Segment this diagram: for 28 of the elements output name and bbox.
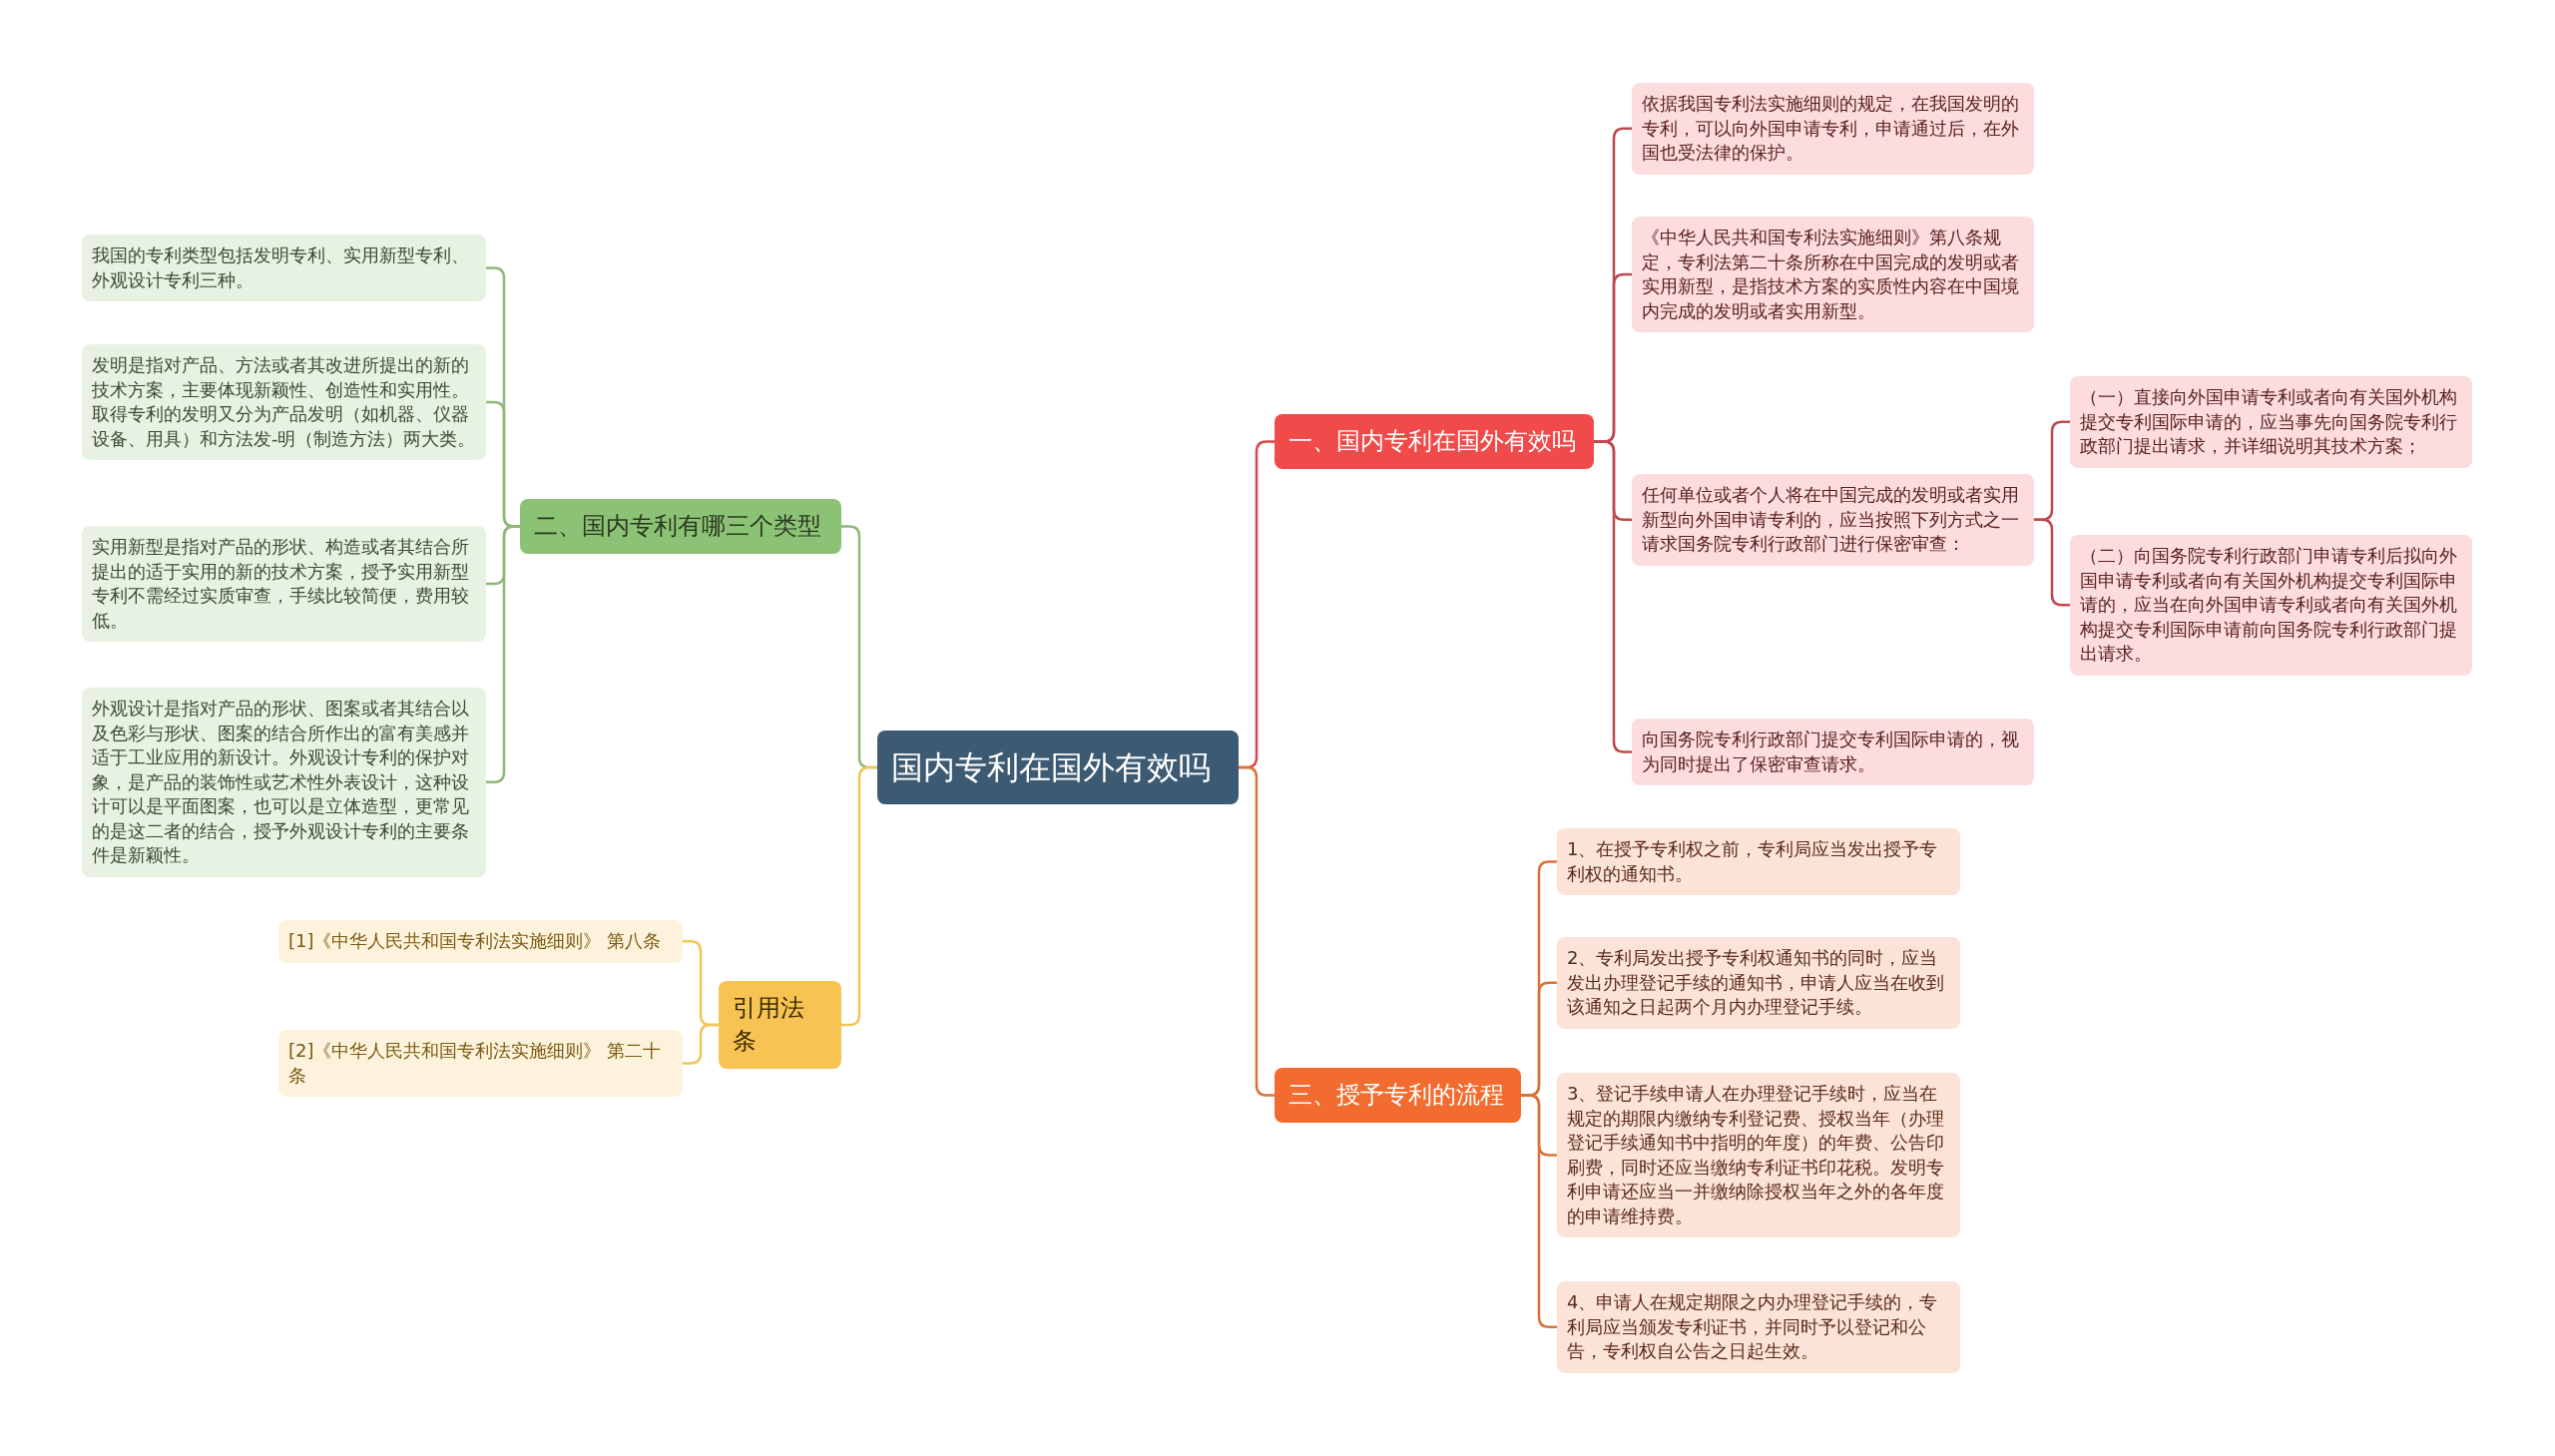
connector-line [486,525,520,783]
topic-box: 《中华人民共和国专利法实施细则》第八条规定，专利法第二十条所称在中国完成的发明或者实用新型，是指技术方案的实质性内容在中国境内完成的发明或者实用新型。 [1632,217,2034,332]
branch-topic-box: 引用法条 [719,981,841,1069]
branch-topic-box: 三、授予专利的流程 [1275,1068,1521,1123]
topic-box: 实用新型是指对产品的形状、构造或者其结合所提出的适于实用的新的技术方案，授予实用新型专利不需经过实质审查，手续比较简便，费用较低。 [82,526,486,642]
connector-line [841,765,877,1027]
topic-box: 1、在授予专利权之前，专利局应当发出授予专利权的通知书。 [1557,828,1960,895]
topic-box: （二）向国务院专利行政部门申请专利后拟向外国申请专利或者向有关国外机构提交专利国际申请的，应当在向外国申请专利或者向有关国外机构提交专利国际申请前向国务院专利行政部门提出请求。 [2070,535,2472,676]
topic-box: 外观设计是指对产品的形状、图案或者其结合以及色彩与形状、图案的结合所作出的富有美感并适于工业应用的新设计。外观设计专利的保护对象，是产品的装饰性或艺术性外表设计，这种设计可以是平面图案，也可以是立体造型，更常见的是这二者的结合，授予外观设计专利的主要条件是新颖性。 [82,688,486,877]
connector-line [1594,440,1632,753]
topic-box: 依据我国专利法实施细则的规定，在我国发明的专利，可以向外国申请专利，申请通过后，在外国也受法律的保护。 [1632,83,2034,175]
topic-box: 向国务院专利行政部门提交专利国际申请的，视为同时提出了保密审查请求。 [1632,719,2034,785]
topic-box: 3、登记手续申请人在办理登记手续时，应当在规定的期限内缴纳专利登记费、授权当年（办理登记手续通知书中指明的年度）的年费、公告印刷费，同时还应当缴纳专利证书印花税。发明专利申请还应当一并缴纳除授权当年之外的各年度的申请维持费。 [1557,1073,1960,1237]
branch-topic-box: 二、国内专利有哪三个类型 [520,499,841,554]
central-topic-box: 国内专利在国外有效吗 [877,730,1239,804]
topic-box: 我国的专利类型包括发明专利、实用新型专利、外观设计专利三种。 [82,235,486,301]
topic-box: [2]《中华人民共和国专利法实施细则》 第二十条 [278,1030,683,1097]
connector-line [2034,518,2070,607]
connector-line [683,1023,719,1065]
topic-box: 2、专利局发出授予专利权通知书的同时，应当发出办理登记手续的通知书，申请人应当在收到该通知之日起两个月内办理登记手续。 [1557,937,1960,1029]
topic-box: 发明是指对产品、方法或者其改进所提出的新的技术方案，主要体现新颖性、创造性和实用性。取得专利的发明又分为产品发明（如机器、仪器设备、用具）和方法发-明（制造方法）两大类。 [82,344,486,460]
connector-line [1239,765,1275,1097]
branch-topic-box: 一、国内专利在国外有效吗 [1275,414,1594,469]
topic-box: [1]《中华人民共和国专利法实施细则》 第八条 [278,920,683,963]
connector-line [1521,1094,1557,1328]
topic-box: 4、申请人在规定期限之内办理登记手续的，专利局应当颁发专利证书，并同时予以登记和公告，专利权自公告之日起生效。 [1557,1281,1960,1373]
topic-box: （一）直接向外国申请专利或者向有关国外机构提交专利国际申请的，应当事先向国务院专利行政部门提出请求，并详细说明其技术方案； [2070,376,2472,468]
topic-box: 任何单位或者个人将在中国完成的发明或者实用新型向外国申请专利的，应当按照下列方式之一请求国务院专利行政部门进行保密审查： [1632,474,2034,566]
